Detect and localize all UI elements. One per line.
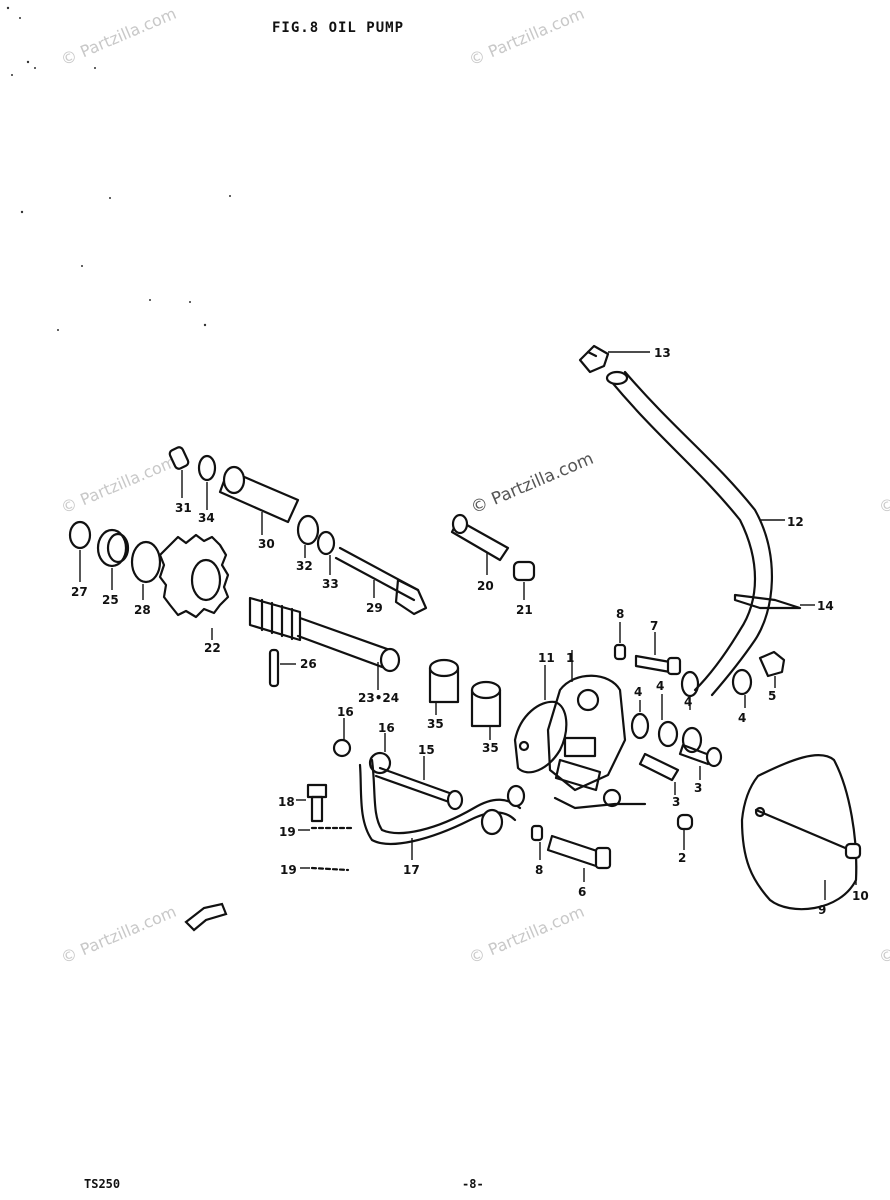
callout-label: 12 bbox=[787, 515, 804, 529]
shaft-29 bbox=[334, 546, 428, 616]
callout-label: 34 bbox=[198, 511, 215, 525]
o-ring-33 bbox=[316, 530, 336, 575]
callout-label: 4 bbox=[634, 685, 642, 699]
callout-label: 4 bbox=[656, 679, 664, 693]
pin-31 bbox=[168, 446, 190, 498]
callout-label: 3 bbox=[672, 795, 680, 809]
hose-clip-13 bbox=[578, 344, 650, 374]
callout-label: 35 bbox=[427, 717, 444, 731]
callout-label: 27 bbox=[71, 585, 88, 599]
callout-label: 13 bbox=[654, 346, 671, 360]
callout-label: 33 bbox=[322, 577, 339, 591]
callout-label: 32 bbox=[296, 559, 313, 573]
bushing-35b bbox=[470, 680, 502, 740]
cover-9 bbox=[740, 754, 858, 911]
front-direction-arrow bbox=[184, 902, 228, 932]
callout-label: 18 bbox=[278, 795, 295, 809]
callout-label: 25 bbox=[102, 593, 119, 607]
callout-label: 16 bbox=[337, 705, 354, 719]
callout-label: 20 bbox=[477, 579, 494, 593]
pin-8-lower bbox=[530, 824, 544, 860]
callout-label: 17 bbox=[403, 863, 420, 877]
callout-label: 2 bbox=[678, 851, 686, 865]
model-code: TS250 bbox=[84, 1177, 121, 1191]
banjo-bolt-5 bbox=[758, 650, 786, 688]
circlip-28 bbox=[130, 540, 162, 600]
bushing-25 bbox=[96, 528, 130, 590]
callout-label: 21 bbox=[516, 603, 533, 617]
screw-2 bbox=[676, 813, 694, 850]
callout-label: 15 bbox=[418, 743, 435, 757]
callout-label: 1 bbox=[566, 651, 574, 665]
callout-label: 8 bbox=[616, 607, 624, 621]
washer-4-group bbox=[630, 668, 753, 754]
callout-label: 6 bbox=[578, 885, 586, 899]
hose-bracket-14 bbox=[733, 593, 815, 610]
callout-label: 16 bbox=[378, 721, 395, 735]
o-ring-32 bbox=[296, 514, 320, 558]
callout-label: 4 bbox=[738, 711, 746, 725]
bolt-18 bbox=[296, 783, 328, 823]
pump-body-1 bbox=[546, 650, 647, 810]
cap-21 bbox=[512, 560, 536, 600]
washer-19-group bbox=[298, 826, 354, 872]
callout-label: 26 bbox=[300, 657, 317, 671]
callout-label: 29 bbox=[366, 601, 383, 615]
lever-assembly-15-16 bbox=[332, 718, 464, 811]
callout-label: 35 bbox=[482, 741, 499, 755]
gear-22 bbox=[158, 533, 230, 640]
callout-label: 31 bbox=[175, 501, 192, 515]
bolt-6 bbox=[546, 834, 612, 882]
washer-27 bbox=[68, 520, 92, 582]
callout-label: 8 bbox=[535, 863, 543, 877]
worm-shaft-23-24 bbox=[248, 596, 401, 690]
callout-label: 3 bbox=[694, 781, 702, 795]
callout-label: 28 bbox=[134, 603, 151, 617]
oil-hose-12 bbox=[605, 370, 785, 697]
scan-noise bbox=[6, 6, 231, 331]
callout-label: 23•24 bbox=[358, 691, 399, 705]
page-number: -8- bbox=[462, 1177, 484, 1191]
callout-label: 9 bbox=[818, 903, 826, 917]
figure-title: FIG.8 OIL PUMP bbox=[272, 20, 405, 36]
callout-label: 5 bbox=[768, 689, 776, 703]
callout-label: 4 bbox=[684, 695, 692, 709]
bolt-7 bbox=[634, 632, 682, 676]
sleeve-30 bbox=[218, 465, 300, 535]
callout-label: 7 bbox=[650, 619, 658, 633]
callout-label: 19 bbox=[280, 863, 297, 877]
callout-label: 19 bbox=[279, 825, 296, 839]
cap-8-top bbox=[613, 622, 627, 661]
screw-10 bbox=[844, 842, 862, 885]
callout-label: 22 bbox=[204, 641, 221, 655]
pin-26 bbox=[268, 648, 296, 688]
bushing-35a bbox=[428, 658, 460, 715]
bolt-3-group bbox=[638, 743, 723, 795]
callout-label: 10 bbox=[852, 889, 869, 903]
cable-17 bbox=[358, 758, 526, 860]
pin-20 bbox=[450, 513, 510, 575]
callout-label: 11 bbox=[538, 651, 555, 665]
washer-34 bbox=[197, 454, 217, 510]
callout-label: 30 bbox=[258, 537, 275, 551]
callout-label: 14 bbox=[817, 599, 834, 613]
